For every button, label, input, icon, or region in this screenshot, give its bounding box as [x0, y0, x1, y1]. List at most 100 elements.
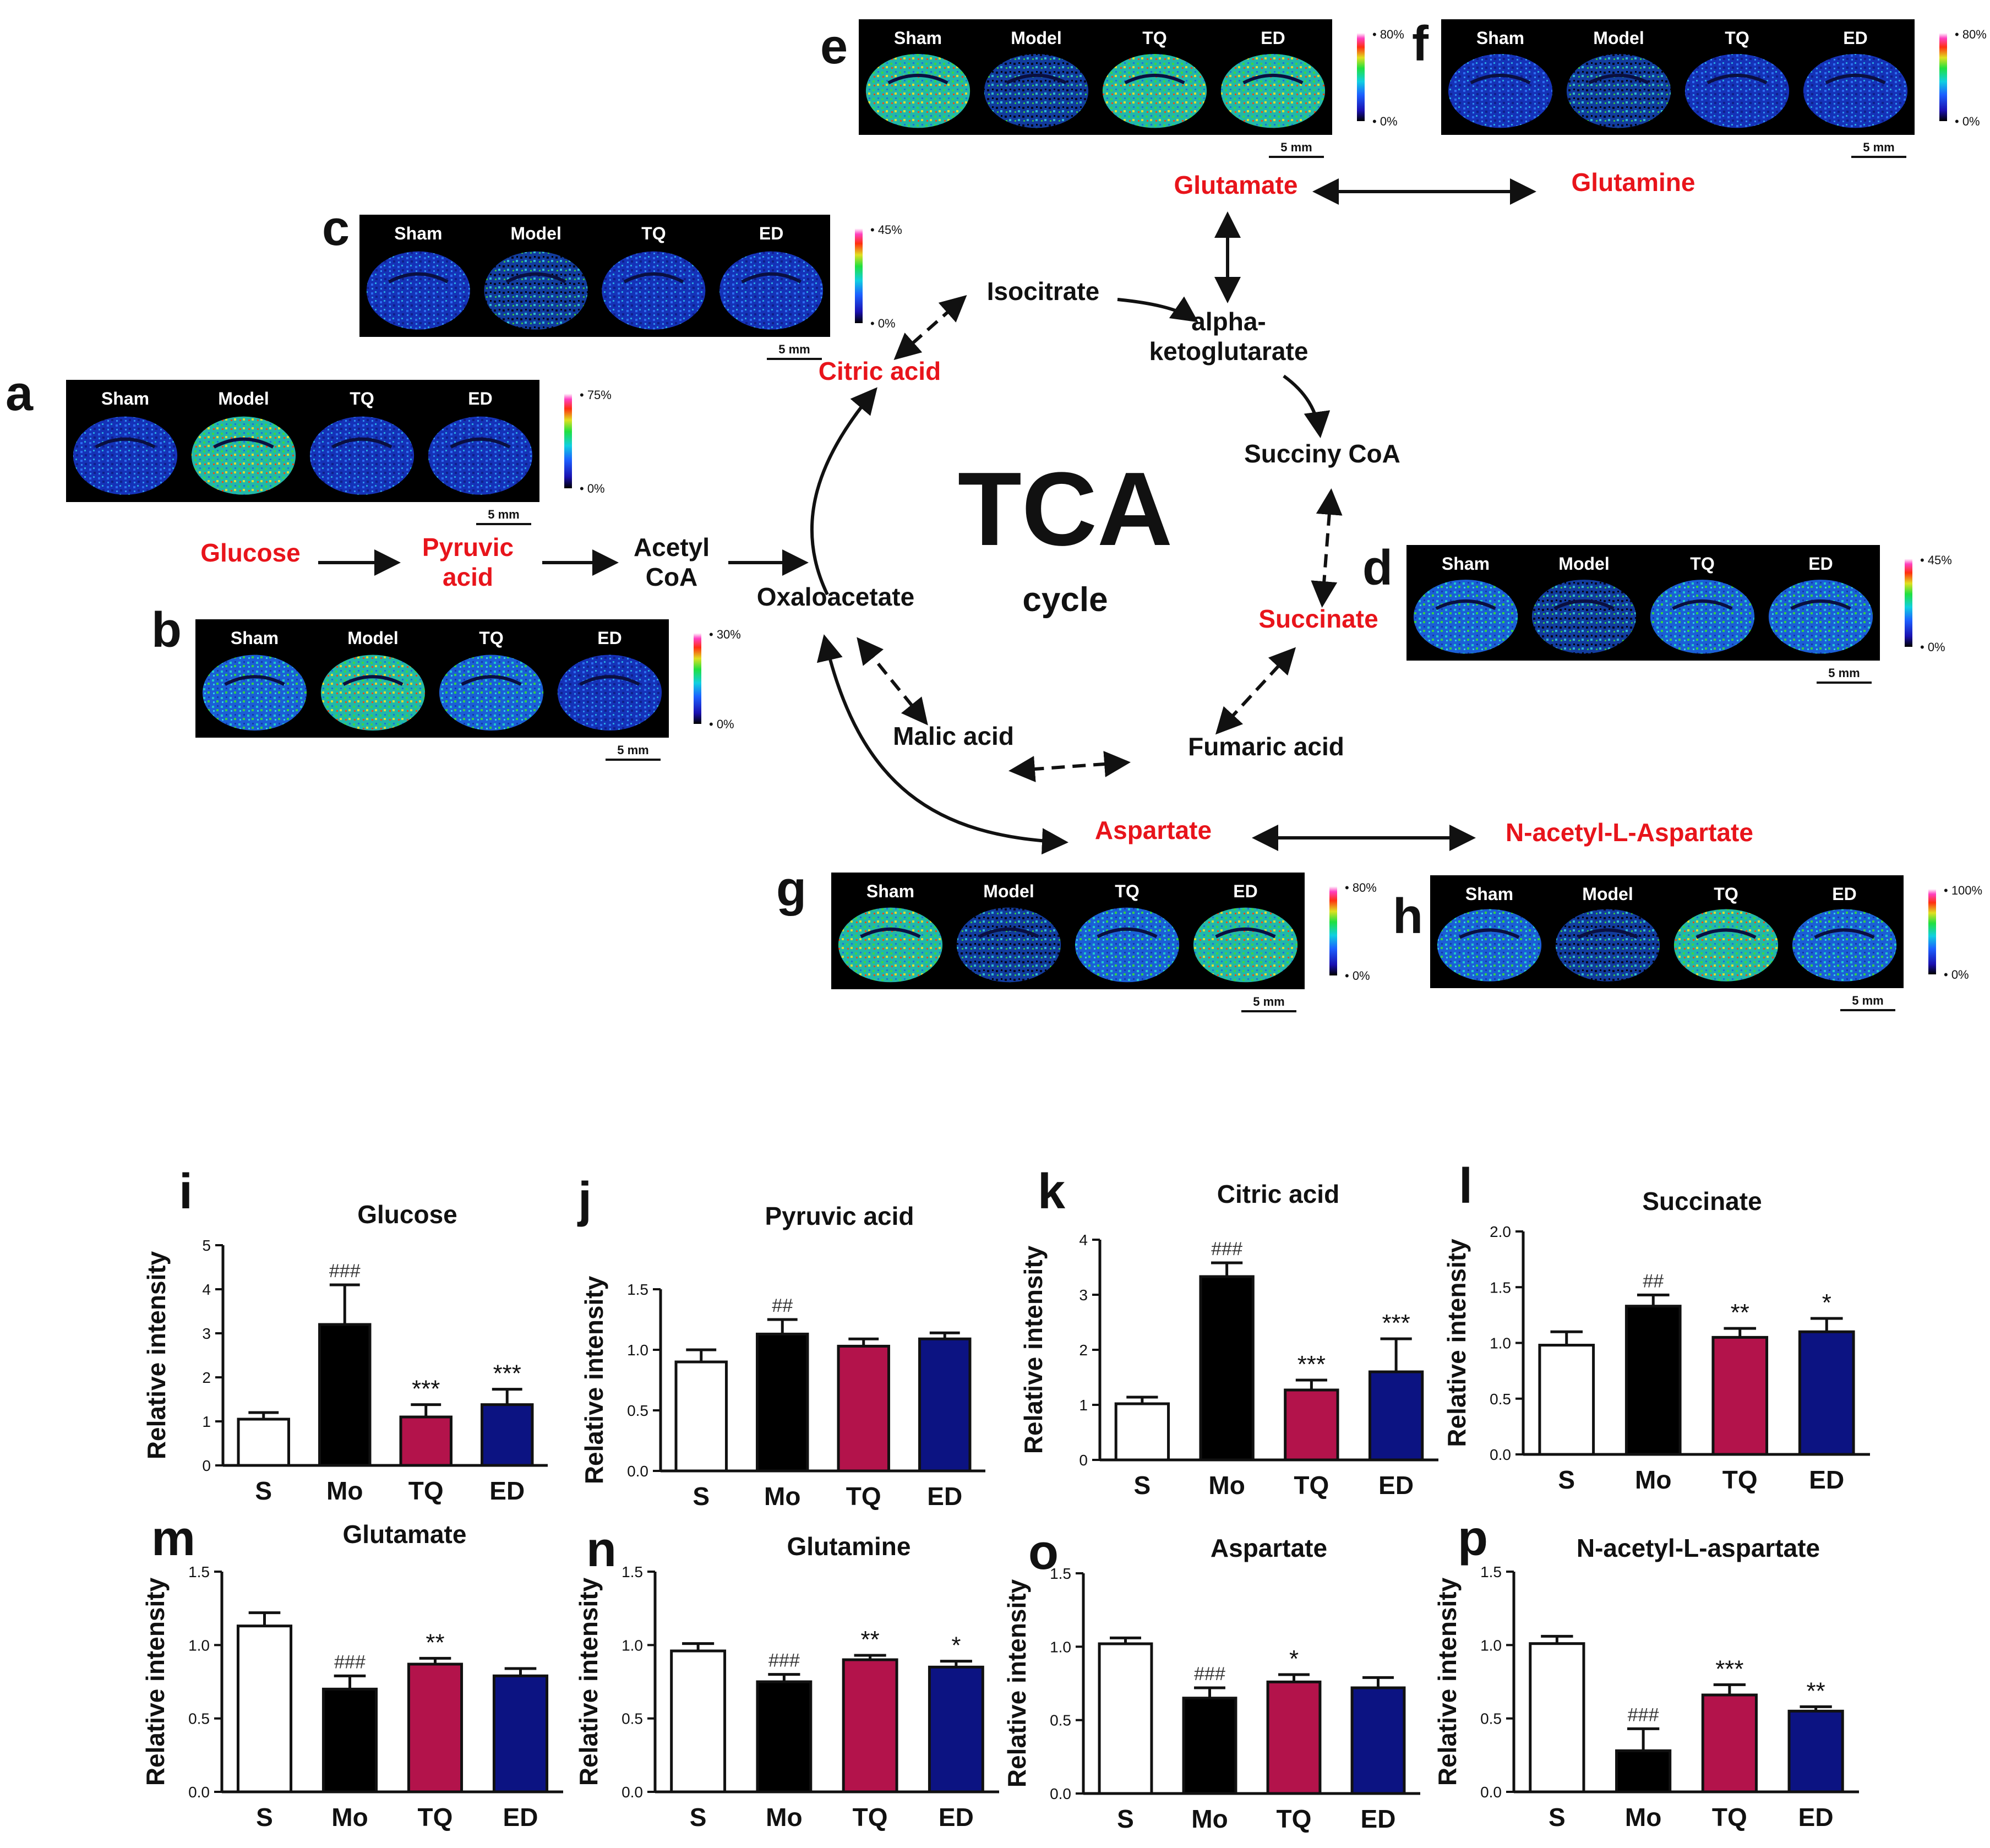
brain-section-image	[484, 251, 588, 330]
x-tick-label: S	[690, 1803, 707, 1831]
image-group-label: Model	[1558, 554, 1609, 574]
y-tick-label: 3	[202, 1325, 211, 1342]
arrow-malic-oxaloacetate	[857, 637, 928, 726]
y-tick-label: 0.5	[188, 1710, 210, 1727]
brain-ventricle-shape	[213, 437, 274, 449]
brain-ventricle-shape	[1577, 928, 1638, 939]
x-tick-label: ED	[927, 1482, 962, 1511]
bar-Mo	[1182, 1697, 1237, 1795]
bar-ED	[1368, 1370, 1424, 1462]
colorbar-min-label: • 0%	[1944, 968, 1969, 982]
panel-letter-d: d	[1362, 541, 1393, 596]
significance-label: ###	[334, 1651, 366, 1672]
bar-TQ	[837, 1344, 890, 1473]
y-axis-label: Relative intensity	[1019, 1245, 1048, 1454]
image-group-label: ED	[1808, 554, 1833, 574]
arrow-fumaric-malic	[1008, 751, 1131, 782]
x-tick-label: TQ	[1277, 1805, 1312, 1833]
bar-Mo	[1199, 1275, 1255, 1462]
pathway-node-succinate: Succinate	[1258, 604, 1378, 633]
x-tick-label: ED	[1378, 1471, 1414, 1500]
colorbar-max-label: • 100%	[1944, 884, 1982, 897]
y-tick-label: 1.0	[1490, 1335, 1511, 1352]
brain-section-image	[984, 54, 1089, 128]
panel-letter-n: n	[586, 1522, 617, 1577]
colorbar-max-label: • 80%	[1372, 28, 1404, 41]
significance-label: ***	[1297, 1351, 1326, 1378]
pathway-node-citric: Citric acid	[819, 357, 941, 385]
y-tick-label: 1.5	[188, 1563, 210, 1580]
pathway-node-text: Oxaloacetate	[757, 582, 914, 611]
x-tick-label: Mo	[1635, 1465, 1671, 1494]
brain-section-image	[1413, 580, 1518, 654]
panel-letter-c: c	[322, 201, 350, 256]
bar-S	[237, 1418, 290, 1467]
image-group-label: ED	[1233, 881, 1257, 901]
image-group-label: Model	[347, 628, 398, 648]
panel-letter-f: f	[1412, 17, 1429, 72]
image-group-label: Sham	[231, 628, 279, 648]
scalebar-label: 5 mm	[488, 508, 519, 521]
y-axis-label: Relative intensity	[141, 1577, 170, 1786]
panel-letter-g: g	[776, 862, 806, 917]
brain-section-image	[1768, 580, 1873, 654]
brain-ventricle-shape	[1825, 73, 1886, 85]
y-tick-label: 2	[1079, 1342, 1088, 1359]
x-tick-label: Mo	[766, 1803, 802, 1831]
brain-section-image	[1684, 54, 1790, 128]
colorbar-min-label: • 0%	[709, 717, 734, 731]
colorbar	[1905, 559, 1912, 647]
pathway-node-naa: N-acetyl-L-Aspartate	[1506, 818, 1753, 847]
brain-section-image	[865, 54, 971, 128]
brain-section-image	[1673, 909, 1779, 982]
bar-ED	[1787, 1709, 1844, 1794]
pathway-node-text: N-acetyl-L-Aspartate	[1506, 818, 1753, 847]
y-tick-label: 0	[202, 1457, 211, 1474]
image-group-label: TQ	[1690, 554, 1714, 574]
brain-ventricle-shape	[623, 272, 684, 284]
arrow-oxaloacetate-citric	[810, 387, 877, 596]
brain-section-image	[1448, 54, 1553, 128]
bar-Mo	[1624, 1305, 1682, 1456]
brain-ventricle-shape	[1242, 73, 1304, 85]
brain-ventricle-shape	[1588, 73, 1649, 85]
pathway-node-text: acid	[443, 563, 493, 591]
brain-section-image	[956, 907, 1061, 983]
bar-Mo	[321, 1687, 378, 1794]
arrow-aspartate-oxaloacetate	[816, 634, 1068, 855]
panel-letter-m: m	[151, 1511, 195, 1566]
panel-letter-j: j	[577, 1173, 592, 1228]
pathway-node-malic: Malic acid	[893, 722, 1014, 750]
arrow-citric-isocitrate	[893, 295, 967, 360]
panel-letter-o: o	[1028, 1525, 1059, 1580]
brain-ventricle-shape	[388, 272, 449, 284]
chart-title: Glutamine	[787, 1532, 911, 1561]
y-tick-label: 1.0	[627, 1342, 648, 1359]
significance-label: ###	[329, 1261, 361, 1282]
brain-section-image	[439, 655, 544, 731]
bar-Mo	[756, 1332, 809, 1473]
y-tick-label: 0.5	[1480, 1710, 1502, 1727]
y-tick-label: 0.0	[188, 1784, 210, 1801]
y-tick-label: 0.5	[1050, 1712, 1071, 1729]
pathway-node-text: CoA	[646, 563, 698, 591]
scalebar-label: 5 mm	[778, 342, 810, 356]
tca-title: TCA	[958, 451, 1173, 568]
brain-ventricle-shape	[1672, 599, 1733, 610]
bar-S	[1114, 1402, 1170, 1462]
arrow-succinate-fumaric	[1215, 647, 1296, 735]
colorbar-min-label: • 0%	[1955, 115, 1980, 128]
brain-section-image	[73, 416, 178, 495]
y-tick-label: 1.5	[1490, 1279, 1511, 1296]
brain-section-image	[1220, 54, 1326, 128]
